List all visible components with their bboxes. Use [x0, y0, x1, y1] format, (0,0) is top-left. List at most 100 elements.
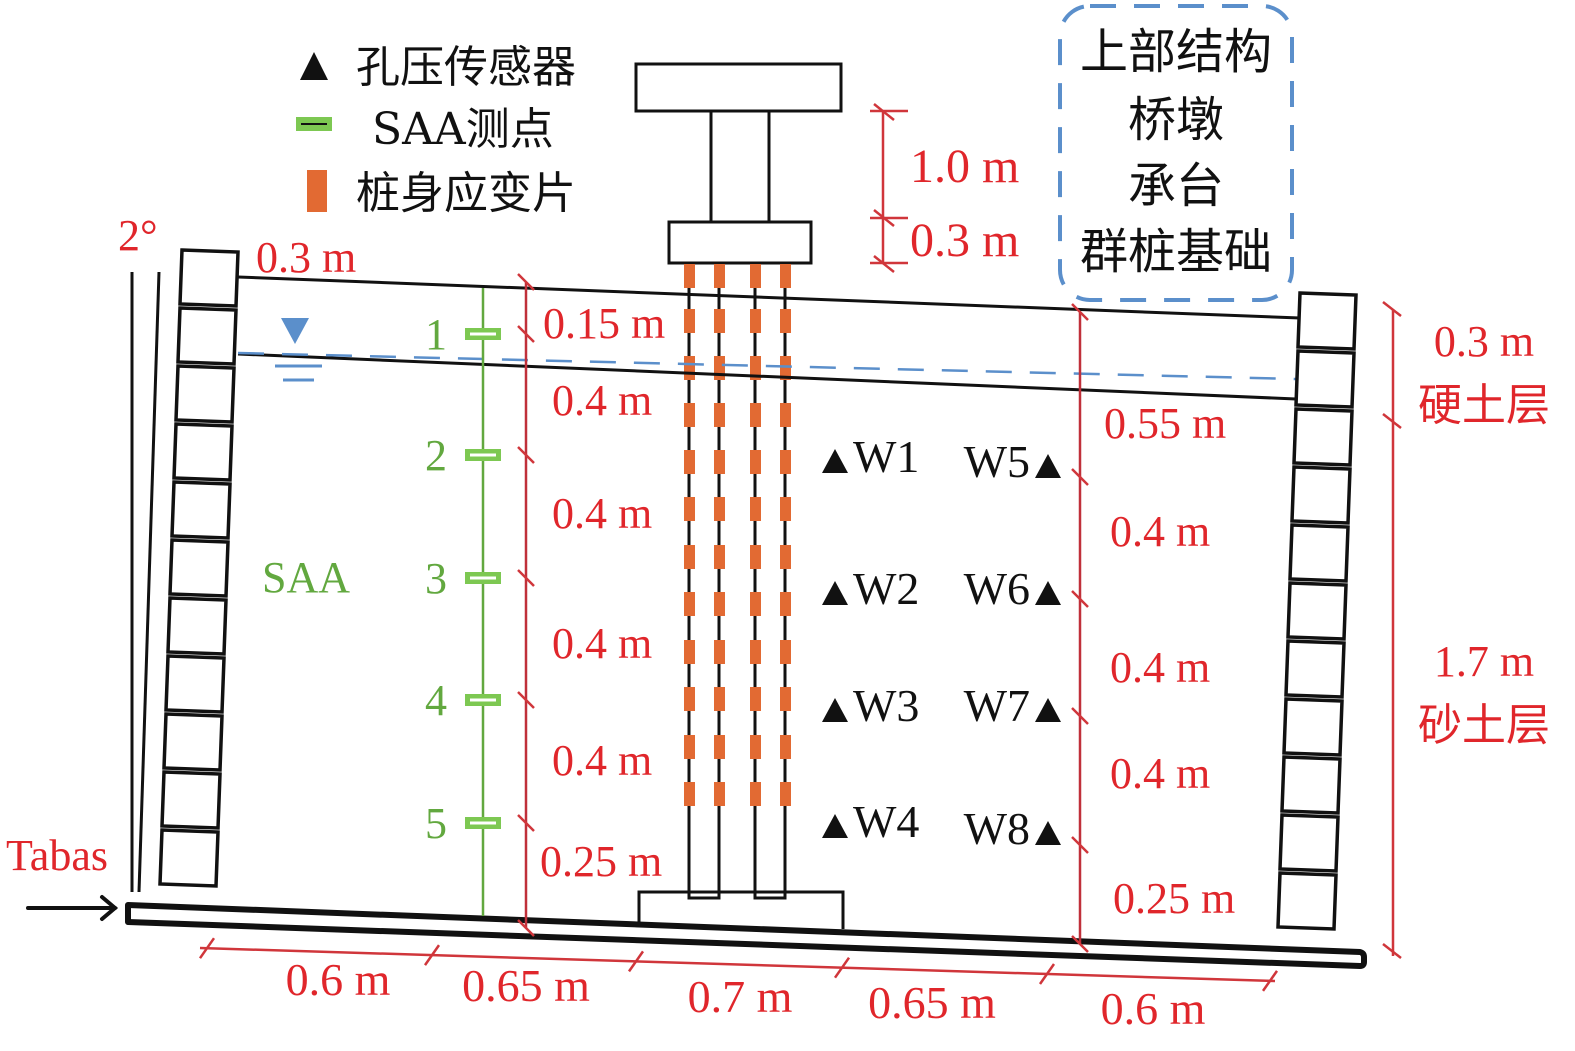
dimension-tick [1071, 707, 1089, 725]
laminar-ring [172, 422, 234, 482]
strain-gauge [750, 592, 761, 616]
strain-gauge [750, 356, 761, 380]
dimension-tick [517, 325, 535, 343]
strain-gauge [750, 403, 761, 427]
strain-gauge [780, 640, 791, 664]
dimension-tick [517, 273, 535, 291]
left-depth-label: 0.25 m [540, 837, 662, 886]
left-depth-label: 0.4 m [552, 489, 652, 538]
triangle-icon [822, 581, 848, 605]
superstructure-dimensions [870, 103, 908, 273]
superstructure [634, 62, 843, 265]
strain-gauge [780, 450, 791, 474]
pier-height-label: 1.0 m [910, 140, 1019, 193]
laminar-ring [1276, 871, 1338, 931]
sensor-label: W6 [964, 563, 1030, 614]
strain-gauge [684, 450, 695, 474]
laminar-ring [1284, 639, 1346, 699]
sensor-label: W4 [853, 796, 919, 847]
pile-toe [687, 880, 721, 900]
strain-gauge [714, 497, 725, 521]
strain-gauge [684, 356, 695, 380]
strain-gauge [684, 640, 695, 664]
strain-gauge [684, 403, 695, 427]
strain-gauge [684, 309, 695, 333]
dimension-tick [1261, 970, 1279, 992]
left-depth-label: 0.15 m [543, 299, 665, 348]
ground-surface [237, 275, 1301, 320]
layer-dimension [1382, 301, 1402, 959]
saa-label: SAA [262, 553, 350, 602]
laminar-ring [176, 306, 238, 366]
tilt-angle-label: 2° [118, 211, 158, 260]
pore-sensor-w8: W8 [964, 803, 1061, 854]
pile-base-block [637, 890, 845, 929]
callout-line-pile-group: 群桩基础 [1080, 224, 1272, 280]
dimension-tick [517, 814, 535, 832]
strain-gauge [684, 545, 695, 569]
strain-gauge [714, 356, 725, 380]
tilt-indicator [130, 271, 161, 893]
triangle-icon [1035, 454, 1061, 478]
strain-gauge [714, 640, 725, 664]
hard-layer-thickness: 0.3 m [1434, 317, 1534, 366]
left-depth-label: 0.4 m [552, 376, 652, 425]
strain-gauge [750, 309, 761, 333]
deck [634, 62, 843, 113]
laminar-ring [1286, 581, 1348, 641]
sensor-label: W1 [853, 431, 919, 482]
strain-gauge [750, 782, 761, 806]
strain-gauge [714, 403, 725, 427]
saa-point: 1 [425, 310, 501, 359]
sensor-label: W5 [964, 436, 1030, 487]
laminar-ring [158, 828, 220, 888]
legend-label-saa: SAA测点 [372, 104, 554, 155]
water-table-icon [275, 318, 322, 382]
dimension-tick [627, 950, 645, 973]
strain-gauge [780, 592, 791, 616]
saa-point-label: 3 [425, 554, 447, 603]
pore-sensor-w7: W7 [964, 680, 1061, 731]
triangle-icon [300, 52, 328, 80]
pile-toe [753, 880, 787, 900]
bottom-dim-line [199, 946, 1276, 983]
sand-layer-name: 砂土层 [1418, 700, 1550, 751]
laminar-ring [166, 596, 228, 656]
strain-gauge [684, 592, 695, 616]
laminar-ring [1282, 697, 1344, 757]
strain-gauge [750, 450, 761, 474]
legend-label-strain-gauge: 桩身应变片 [356, 168, 576, 219]
right-laminar-wall [1276, 291, 1358, 931]
pile-cap [667, 220, 813, 265]
left-depth-label: 0.4 m [552, 619, 652, 668]
strain-gauge [684, 264, 695, 288]
right-depth-dimensions: 0.55 m0.4 m0.4 m0.4 m0.25 m [1071, 303, 1235, 953]
water-table [237, 351, 1297, 381]
saa-point-label: 1 [425, 310, 447, 359]
strain-gauge [780, 687, 791, 711]
pore-sensor-w6: W6 [964, 563, 1061, 614]
pore-sensor-w4: W4 [822, 796, 919, 847]
bottom-spacing-label: 0.6 m [286, 954, 391, 1005]
right-depth-label: 0.55 m [1104, 399, 1226, 448]
sensor-label: W3 [853, 680, 919, 731]
pore-sensor-w3: W3 [822, 680, 919, 731]
left-laminar-wall [158, 248, 240, 888]
dimension-tick [517, 569, 535, 587]
dimension-tick [1071, 836, 1089, 854]
left-depth-dimensions: 0.15 m0.4 m0.4 m0.4 m0.4 m0.25 m [517, 273, 665, 937]
laminar-ring [1290, 465, 1352, 525]
right-depth-label: 0.4 m [1110, 643, 1210, 692]
legend: 孔压传感器 SAA测点 桩身应变片 [296, 42, 576, 219]
pore-sensor-w5: W5 [964, 436, 1061, 487]
strain-gauge [714, 735, 725, 759]
strain-gauge [714, 545, 725, 569]
strain-gauge [714, 782, 725, 806]
dimension-tick [517, 691, 535, 709]
laminar-ring [174, 364, 236, 424]
strain-gauge [780, 782, 791, 806]
bottom-spacing-label: 0.7 m [688, 971, 793, 1022]
dimension-tick [1071, 468, 1089, 486]
